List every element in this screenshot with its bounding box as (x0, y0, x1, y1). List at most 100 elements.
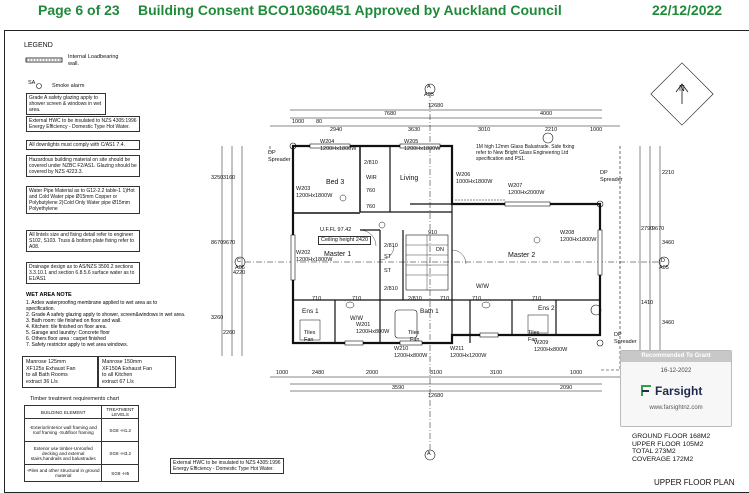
door-dimension: 710 (472, 296, 482, 302)
dimension-label: 3630 (408, 127, 421, 133)
legend-smoke-text: Smoke alarm (52, 83, 85, 89)
area-upper: UPPER FLOOR 105M2 (632, 440, 704, 448)
area-coverage: COVERAGE 172M2 (632, 455, 694, 463)
window-label: W203 1200Hx1800W (296, 186, 333, 199)
legend-loadbearing-text: Internal Loadbearing wall. (68, 54, 119, 67)
room-label-ww: W/W (350, 316, 363, 322)
roof-outline (269, 146, 621, 371)
stamp-heading: Recommended To Grant (621, 351, 731, 362)
window (504, 201, 551, 207)
note-downlights: All downlights must comply with C/AS1 7.… (26, 140, 140, 150)
section-ref: A05 (659, 265, 669, 271)
dimension-label: 1000 (292, 119, 305, 125)
wet-area-item: 1. Ardex waterproofing membrane applied … (26, 300, 158, 312)
section-marker-icon (658, 256, 670, 268)
stamp-brand: Farsight (655, 384, 703, 398)
dimension-label: 2260 (223, 330, 236, 336)
note-hazardous: Hazardous building material on site shou… (26, 155, 140, 177)
area-ground: GROUND FLOOR 168M2 (632, 433, 711, 440)
approval-date: 22/12/2022 (652, 2, 723, 18)
room-label-master1: Master 1 (324, 251, 352, 258)
window (479, 332, 499, 338)
room-label-living: Living (400, 175, 419, 182)
room-label-wir: WIR (366, 175, 377, 181)
wet-area-item: 3. Bath room: tile finished on floor and… (26, 318, 122, 324)
room-label-ww: W/W (476, 284, 489, 290)
section-marker-icon (590, 304, 602, 316)
smoke-alarm-icon (533, 236, 541, 244)
door-dimension: 2/810 (408, 296, 422, 302)
section-marker-label: A (427, 451, 431, 457)
wet-area-note: WET AREA NOTE 1. Ardex waterproofing mem… (26, 292, 186, 348)
approval-banner: Page 6 of 23 Building Consent BCO1036045… (0, 0, 749, 22)
table-cell: SG8 -H3.2 (101, 441, 139, 465)
room-label-ens2: Ens 2 (538, 305, 555, 312)
dimension-label: 1000 (276, 370, 289, 376)
smoke-alarm-icon (339, 194, 347, 202)
legend-smoke-symbol: SA (28, 80, 36, 86)
section-marker-label: A (427, 84, 431, 90)
door-dimension: 2/810 (384, 243, 398, 249)
door-dimension: 2/810 (384, 286, 398, 292)
dimension-label: 3100 (430, 370, 443, 376)
note-drainage: Drainage design as to AS/NZS 3500.2 sect… (26, 262, 140, 284)
bathroom-fan-spec: Manrose 125mm XF125s Exhaust Fan to all … (22, 356, 98, 388)
stamp-date: 16-12-2022 (660, 368, 692, 374)
table-cell: Exterior use timber-Unroofed decking and… (23, 441, 103, 465)
downpipe-icon (289, 142, 297, 150)
section-ref: A05 (424, 92, 434, 98)
door-dimension: 760 (366, 188, 376, 194)
table-row: Exterior use timber-Unroofed decking and… (23, 441, 139, 465)
stamp-url: www.farsightnz.com (649, 405, 703, 411)
dimension-label: 2210 (545, 127, 558, 133)
door-dimension: 910 (428, 230, 438, 236)
bath-tub (394, 309, 418, 339)
fan-spec-line: extract 36 L/s (26, 378, 58, 385)
fan-spec-line: to all Bath Rooms (26, 372, 68, 378)
dimension-label: 3460 (662, 320, 675, 326)
section-marker-icon (542, 132, 554, 144)
section-marker-label: C (237, 258, 241, 264)
window-label: W204 1200Hx1800W (320, 139, 357, 152)
section-marker-icon (234, 256, 246, 268)
plan-title: UPPER FLOOR PLAN (654, 478, 735, 487)
dimension-label: 80 (316, 119, 323, 125)
table-cell: SG8 -H1.2 (101, 418, 139, 442)
wet-area-item: 4. Kitchen: tile finished on floor area. (26, 324, 107, 330)
table-cell: -Piles and other structural in ground ma… (23, 464, 103, 482)
north-label: N (679, 84, 685, 93)
consent-title: Building Consent BCO10360451 Approved by… (138, 2, 562, 18)
fan-spec-line: XF125s Exhaust Fan (26, 365, 76, 372)
legend-title: LEGEND (24, 42, 53, 49)
dimension-label: 2000 (366, 370, 379, 376)
tiles-label: Tiles (408, 330, 420, 336)
note-hwc-bottom: External HWC to be insulated to NZS 4305… (170, 458, 284, 474)
fan-spec-line: Manrose 125mm (26, 359, 66, 365)
fan-label: Fan (528, 337, 538, 343)
area-total: TOTAL 273M2 (632, 448, 676, 456)
toilet (481, 301, 491, 309)
timber-treatment-table: BUILDING ELEMENT TREATMENT LEVELS -Exter… (23, 405, 139, 482)
floor-level-label: U.F.FL 97.42 (320, 227, 352, 233)
window (399, 340, 423, 346)
dimension-label: 2480 (312, 370, 325, 376)
fan-spec-line: extract 67 L/s (102, 378, 134, 385)
glass-balustrade-note: 1M high 12mm Glass Balustrade. Side fixi… (476, 144, 575, 162)
dimension-label: 9670 (652, 226, 665, 232)
dimension-label: 3260 (211, 315, 224, 321)
dimension-label: 4000 (540, 111, 553, 117)
dp-spreader-label: DP Spreader (614, 332, 637, 345)
dimension-label: 1000 (570, 370, 583, 376)
window (597, 229, 603, 276)
window (399, 143, 441, 149)
dimension-label: 3590 (392, 385, 405, 391)
ceiling-height-label: Ceiling height 2420 (318, 236, 372, 245)
downpipe-icon (596, 339, 604, 347)
section-ref: A06 (235, 265, 245, 271)
dimension-label: 2940 (330, 127, 343, 133)
door-swing (359, 229, 377, 247)
window (290, 234, 296, 281)
door-swing (451, 249, 467, 265)
note-water-pipe: Water Pipe Material as to G12-2.2 table-… (26, 186, 140, 214)
